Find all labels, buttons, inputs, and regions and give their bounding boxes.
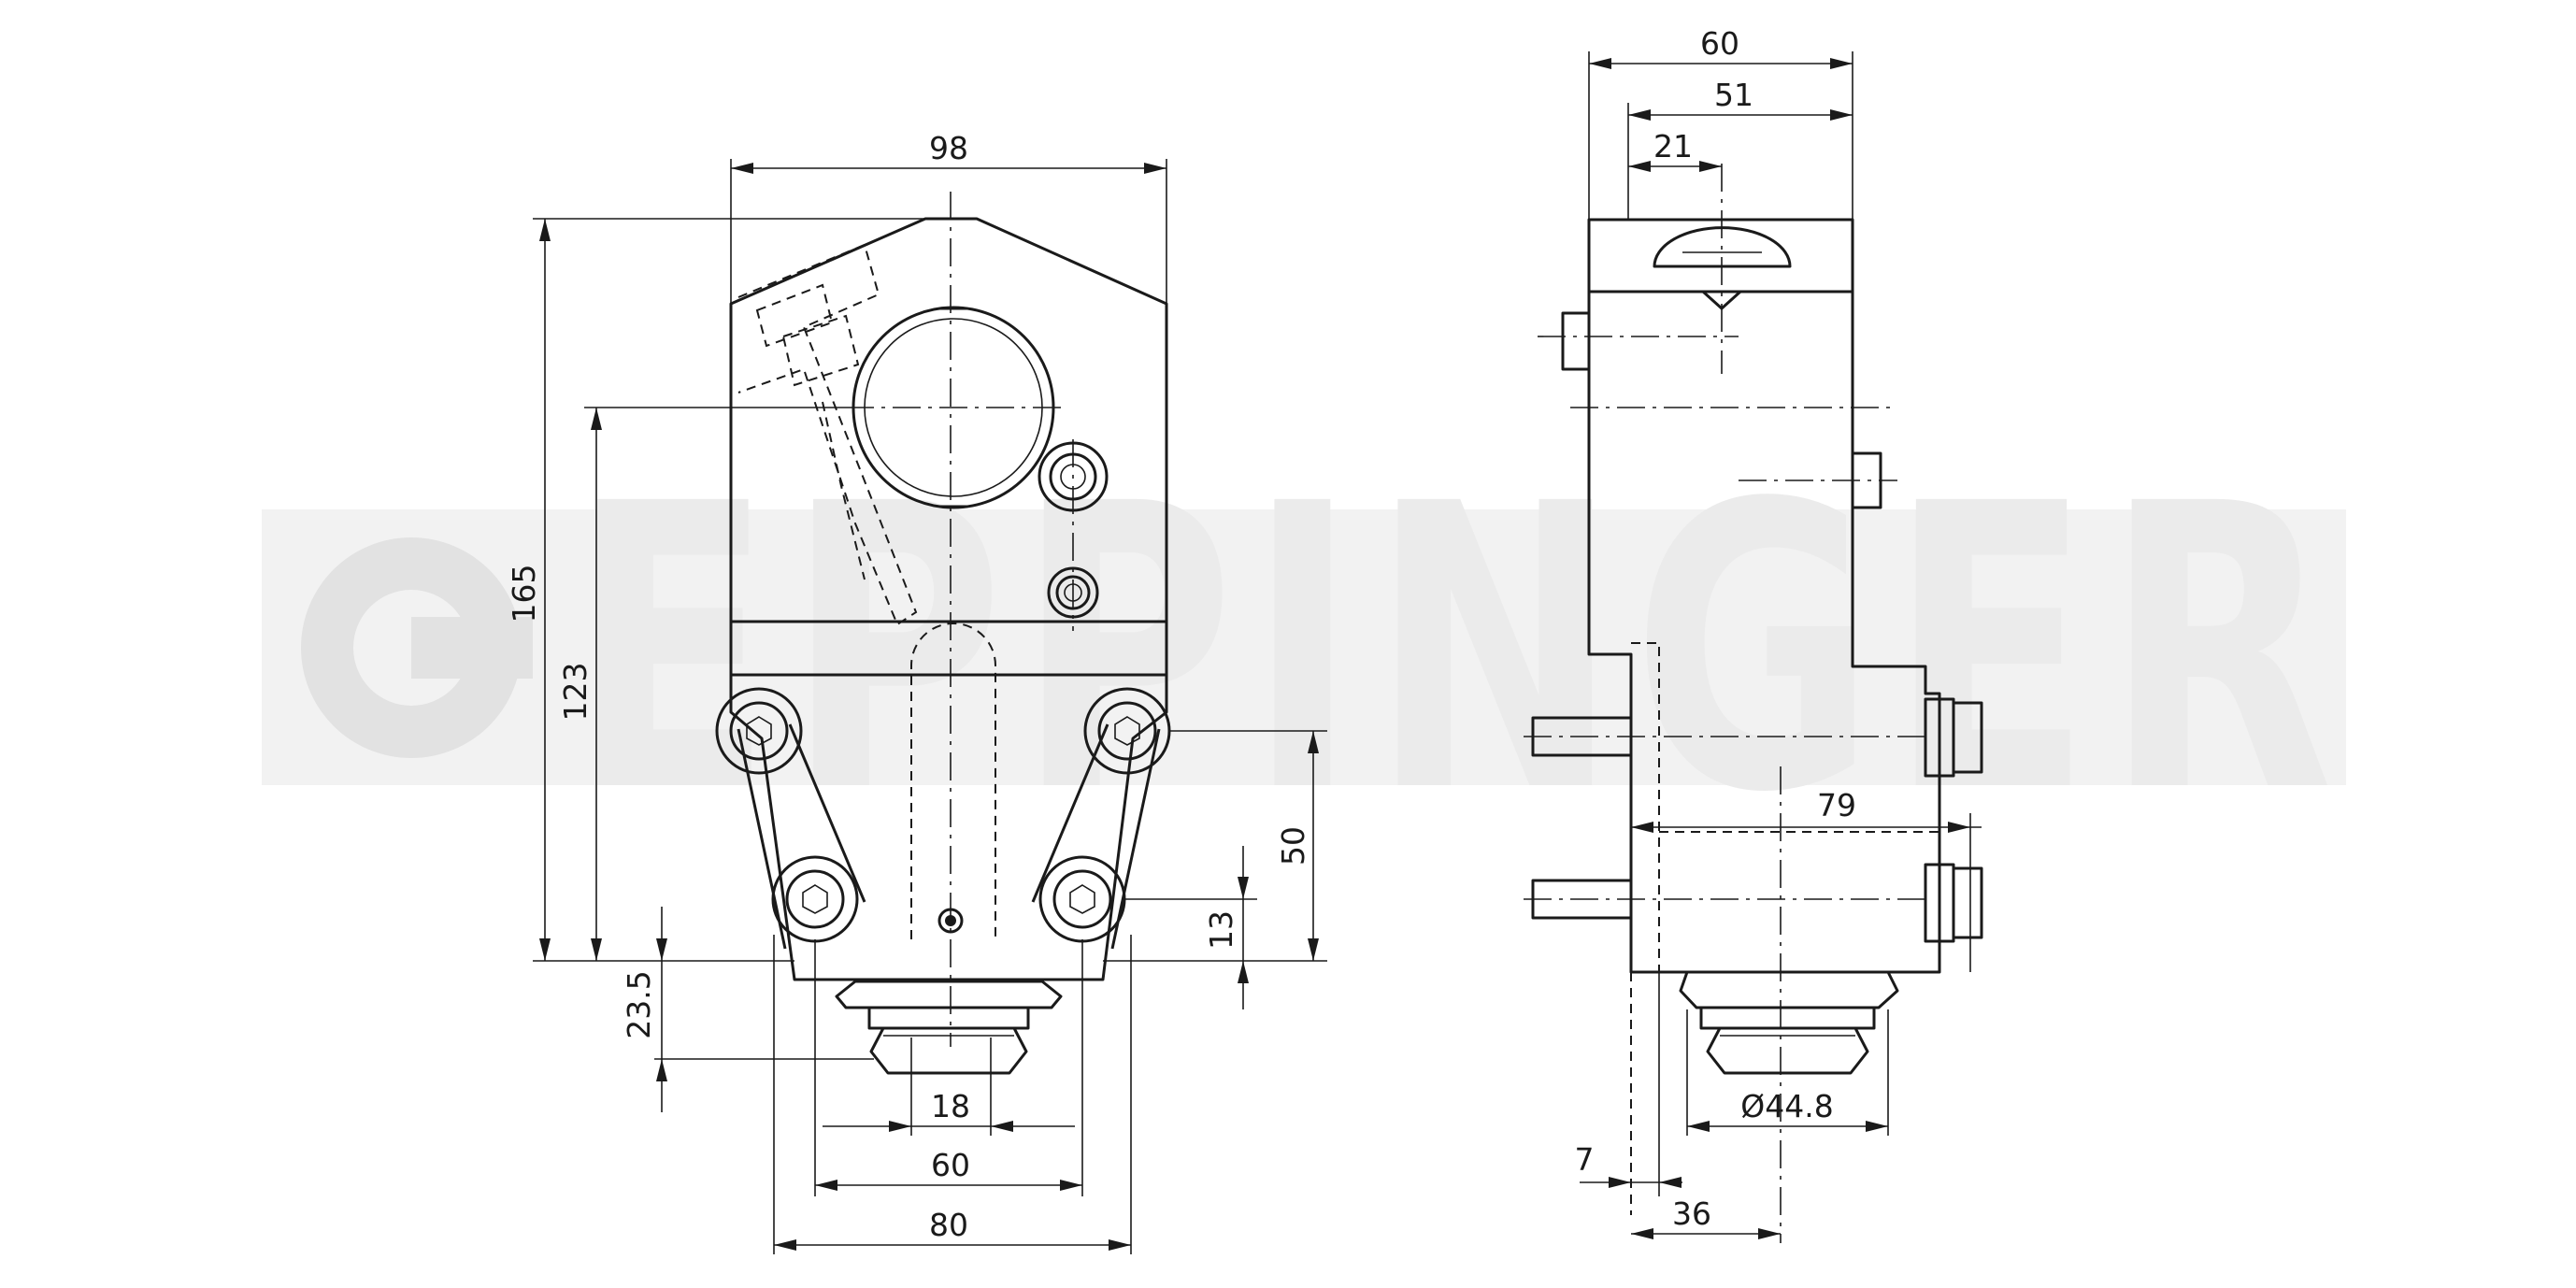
dim-51: 51 xyxy=(1714,77,1753,113)
watermark-text: EPPINGER xyxy=(570,422,2346,879)
side-view xyxy=(1524,164,1983,1243)
dim-123: 123 xyxy=(557,663,594,722)
dim-60-front: 60 xyxy=(931,1147,970,1183)
dim-50: 50 xyxy=(1275,826,1311,866)
dim-13: 13 xyxy=(1203,910,1239,950)
bolt-bottom-left xyxy=(771,855,859,943)
dim-98: 98 xyxy=(929,130,968,166)
dimensions-front: 98 165 123 50 13 23.5 18 xyxy=(506,130,1327,1254)
dim-18: 18 xyxy=(931,1088,970,1124)
watermark-logo: EPPINGER xyxy=(262,422,2346,879)
dim-7: 7 xyxy=(1575,1141,1595,1178)
dim-60-side: 60 xyxy=(1700,25,1739,62)
dim-36: 36 xyxy=(1672,1195,1711,1232)
dim-165: 165 xyxy=(506,565,542,623)
dim-21: 21 xyxy=(1653,128,1693,165)
dim-diameter: Ø44.8 xyxy=(1740,1088,1833,1124)
dim-80: 80 xyxy=(929,1207,968,1243)
dim-79: 79 xyxy=(1817,787,1856,823)
bolt-top-left xyxy=(715,687,803,775)
bolt-bottom-right xyxy=(1038,855,1126,943)
dim-23-5: 23.5 xyxy=(621,970,657,1038)
dimensions-side: 60 51 21 79 Ø44.8 7 36 xyxy=(1575,25,1982,1239)
